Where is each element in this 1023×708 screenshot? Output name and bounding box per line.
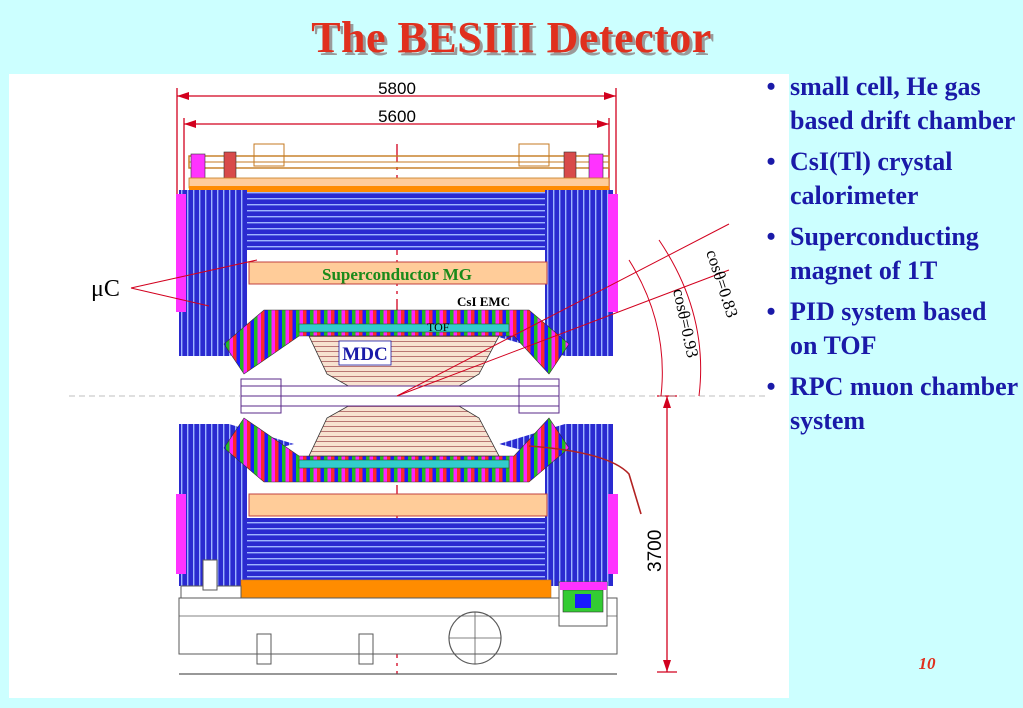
bullet-dot-icon: • [766, 222, 776, 251]
page-number: 10 [918, 654, 936, 673]
muc-label: μC [91, 276, 120, 302]
bullet-item: • small cell, He gas based drift chamber [756, 70, 1018, 138]
magnet-top [248, 261, 548, 285]
muc-leader-lines [130, 259, 258, 307]
detector-drawing: 5800 5600 3700 Sup [69, 79, 769, 675]
tof-bottom [298, 459, 510, 469]
angle-label-093: cosθ=0.93 [669, 287, 702, 360]
dimension-inner-label: 5600 [378, 107, 416, 126]
top-support-frame [188, 143, 610, 192]
endcap-muon-top-left [179, 190, 299, 356]
endcap-plate-right-bottom [608, 494, 618, 574]
bullet-dot-icon: • [766, 372, 776, 401]
bullet-item: • RPC muon chamber system [756, 370, 1018, 438]
endcap-muon-bottom-left [179, 424, 294, 586]
polar-angle-lines [396, 223, 730, 397]
mdc-label-box [338, 340, 392, 366]
endcap-plate-right-top [608, 194, 618, 312]
bullet-text: RPC muon chamber system [790, 372, 1018, 435]
tof-top [298, 323, 510, 333]
angle-label-083: cosθ=0.83 [702, 247, 742, 320]
beam-pipe [69, 378, 769, 414]
endcap-muon-top-right [495, 190, 613, 356]
endcap-plate-left-top [176, 194, 186, 312]
magnet-bottom [248, 493, 548, 517]
dimension-arrows [177, 92, 671, 672]
dimension-outer-label: 5800 [378, 79, 416, 98]
bullet-text: PID system based on TOF [790, 297, 987, 360]
barrel-muon-top [241, 192, 551, 250]
bullet-text: small cell, He gas based drift chamber [790, 72, 1016, 135]
detector-diagram: 5800 5600 3700 Sup [9, 74, 789, 698]
bullet-item: • CsI(Tl) crystal calorimeter [756, 145, 1018, 213]
support-structure [178, 445, 642, 675]
magnet-label: Superconductor MG [322, 265, 472, 284]
mdc-bottom [308, 399, 500, 457]
slide-title: The BESIII Detector [311, 13, 712, 62]
bullet-item: • Superconducting magnet of 1T [756, 220, 1018, 288]
mdc-label: MDC [342, 344, 387, 365]
bullet-dot-icon: • [766, 72, 776, 101]
bullet-text: CsI(Tl) crystal calorimeter [790, 147, 953, 210]
dimension-vertical-label: 3700 [645, 530, 666, 572]
endcap-muon-bottom-right [499, 424, 613, 586]
mdc-top [308, 335, 500, 393]
endcap-plate-left-bottom [176, 494, 186, 574]
bullet-text: Superconducting magnet of 1T [790, 222, 979, 285]
emc-label: CsI EMC [457, 294, 510, 309]
barrel-muon-bottom [241, 518, 551, 580]
bullet-dot-icon: • [766, 147, 776, 176]
feature-bullet-list: •small cell, He gas based drift chamber … [756, 70, 1018, 445]
bullet-dot-icon: • [766, 297, 776, 326]
tof-label: TOF [427, 320, 450, 334]
bullet-item: • PID system based on TOF [756, 295, 1018, 363]
